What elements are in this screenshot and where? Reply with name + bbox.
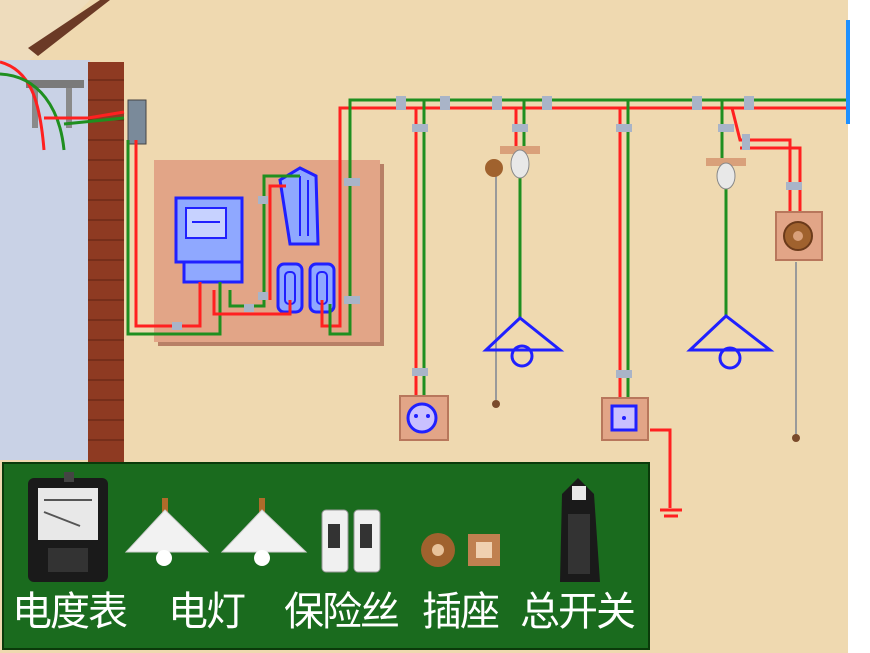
wall-entry-box xyxy=(127,99,147,145)
insulator-right xyxy=(66,88,72,128)
wall-switch-2 xyxy=(775,211,823,442)
legend-label-lamp: 电灯 xyxy=(168,589,246,635)
main-switch xyxy=(278,166,320,246)
lamp-icon xyxy=(124,498,210,566)
wire-clips xyxy=(172,96,802,378)
incoming-neutral-wire xyxy=(0,72,66,151)
incoming-live-wire xyxy=(0,60,46,151)
pull-switch-1 xyxy=(485,146,540,408)
main-switch-icon xyxy=(560,478,600,582)
service-drop-neutral xyxy=(63,116,125,126)
legend-label-fuse: 保险丝 xyxy=(284,589,400,635)
socket-icon xyxy=(421,533,500,567)
brick-wall xyxy=(88,62,124,462)
lamp-1 xyxy=(482,316,565,368)
legend-panel: 电度表 电灯 保险丝 插座 总开关 xyxy=(2,462,650,650)
socket-2 xyxy=(601,397,649,441)
sky-area xyxy=(0,0,90,60)
pole-bracket xyxy=(26,80,84,88)
legend-label-socket: 插座 xyxy=(422,589,500,635)
branch-lamp-1-wires xyxy=(495,100,526,400)
lamp-icon-2 xyxy=(220,498,308,566)
legend-label-main-switch: 总开关 xyxy=(520,589,636,635)
branch-socket-1-wires xyxy=(414,100,426,396)
blue-edge-strip xyxy=(846,20,850,124)
electric-meter-icon xyxy=(28,472,108,582)
insulator-left xyxy=(32,88,38,128)
branch-lamp-2-wires xyxy=(720,100,802,436)
legend-icons xyxy=(28,472,600,582)
ground-symbol xyxy=(660,508,682,518)
branch-socket-2-wires xyxy=(618,100,672,508)
lamp-2 xyxy=(686,314,775,370)
service-drop-live xyxy=(44,110,125,120)
lamp-holder-2 xyxy=(706,158,746,190)
socket-1 xyxy=(399,395,449,441)
electric-meter xyxy=(174,196,244,284)
fuse-icon xyxy=(321,509,381,573)
outside-wall-area xyxy=(0,60,90,460)
roof-beam xyxy=(28,0,110,56)
legend-label-electric-meter: 电度表 xyxy=(12,589,128,635)
panel-wiring xyxy=(126,98,848,336)
